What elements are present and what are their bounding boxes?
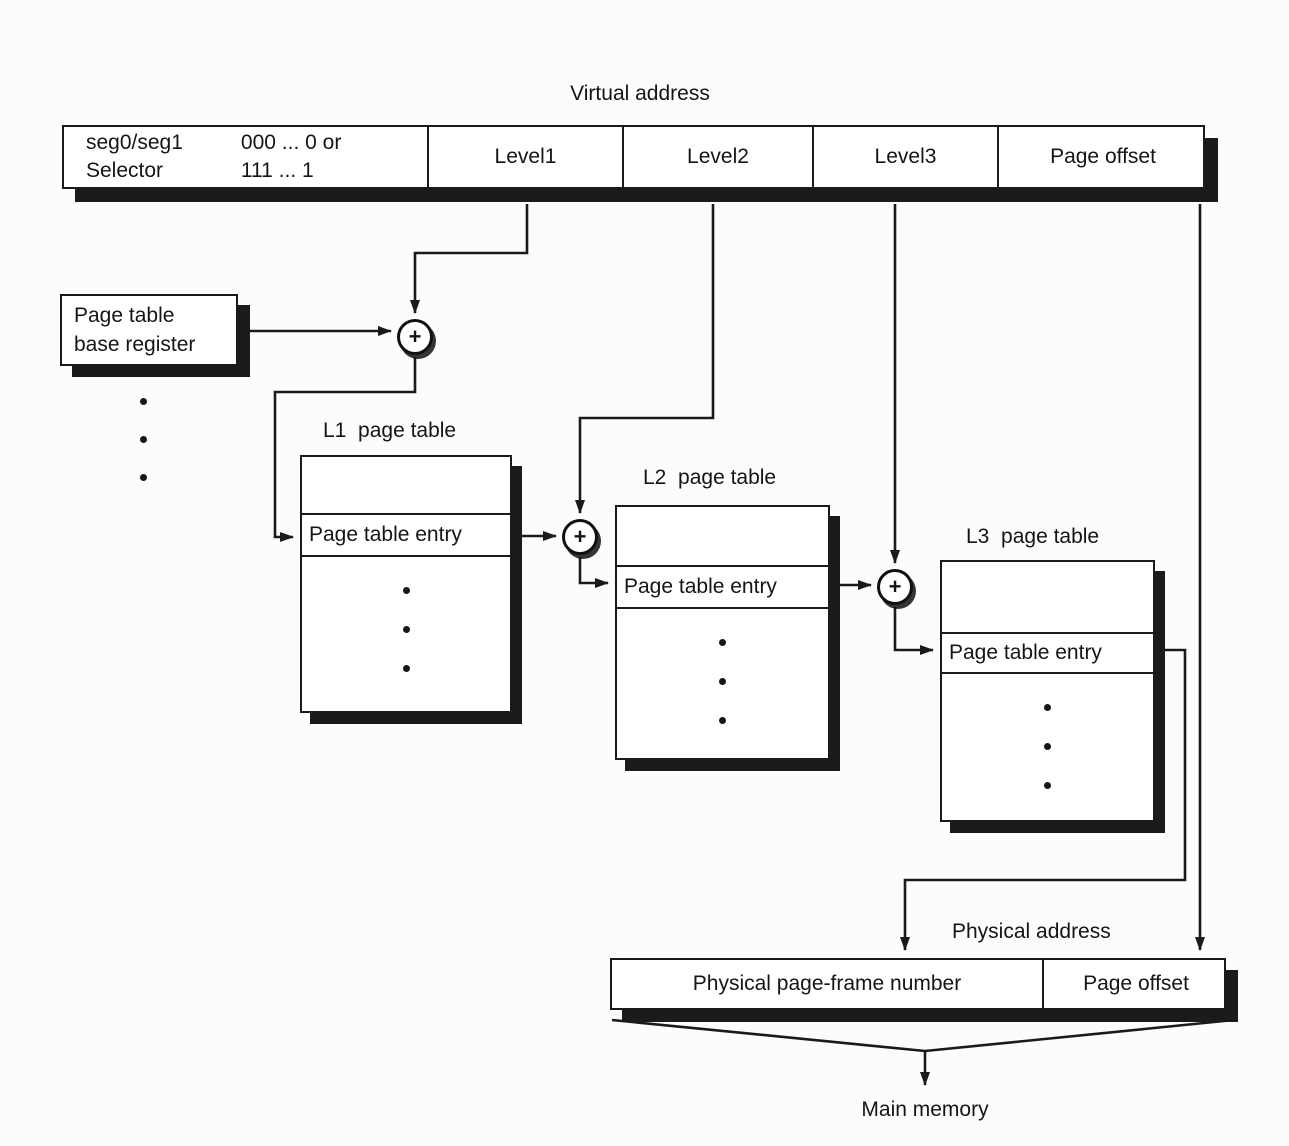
ellipsis-dots xyxy=(140,398,147,481)
level2-field: Level2 xyxy=(622,127,812,187)
adder-2: + xyxy=(562,519,598,555)
page-table-base-register: Page table base register xyxy=(60,294,238,366)
adder-3: + xyxy=(877,569,913,605)
l2-page-table-label: L2 page table xyxy=(643,466,777,489)
arrow-adder2-to-l2-entry xyxy=(578,557,609,588)
l2-page-table-entry: Page table entry xyxy=(617,565,828,609)
l1-ellipsis-dots xyxy=(302,557,510,711)
segment-selector-field: seg0/seg1 Selector 000 ... 0 or 111 ... … xyxy=(64,127,427,187)
level3-field: Level3 xyxy=(812,127,997,187)
l3-page-table-label: L3 page table xyxy=(966,525,1100,548)
arrow-level1-to-adder1 xyxy=(410,204,529,314)
selector-value: 000 ... 0 or 111 ... 1 xyxy=(240,131,342,182)
l1-page-table: Page table entry xyxy=(300,455,512,713)
arrow-adder3-to-l3-entry xyxy=(893,607,934,655)
virtual-address-title: Virtual address xyxy=(570,82,710,105)
l3-page-table-entry: Page table entry xyxy=(942,632,1153,674)
l1-page-table-entry: Page table entry xyxy=(302,513,510,557)
funnel-lines xyxy=(611,1018,1235,1053)
physical-address-title: Physical address xyxy=(952,920,1111,943)
page-offset-field: Page offset xyxy=(997,127,1207,187)
l2-page-table: Page table entry xyxy=(615,505,830,760)
physical-page-frame-field: Physical page-frame number xyxy=(692,972,962,995)
adder-1: + xyxy=(397,319,433,355)
selector-label: seg0/seg1 Selector xyxy=(86,131,183,182)
virtual-address-register: seg0/seg1 Selector 000 ... 0 or 111 ... … xyxy=(62,125,1205,189)
level1-field: Level1 xyxy=(427,127,622,187)
l2-ellipsis-dots xyxy=(617,609,828,758)
physical-address-register: Physical page-frame number Page offset xyxy=(610,958,1226,1010)
l3-ellipsis-dots xyxy=(942,674,1153,820)
l3-page-table: Page table entry xyxy=(940,560,1155,822)
main-memory-label: Main memory xyxy=(861,1098,989,1121)
l1-page-table-label: L1 page table xyxy=(323,419,457,442)
physical-page-offset-field: Page offset xyxy=(1042,960,1228,1008)
